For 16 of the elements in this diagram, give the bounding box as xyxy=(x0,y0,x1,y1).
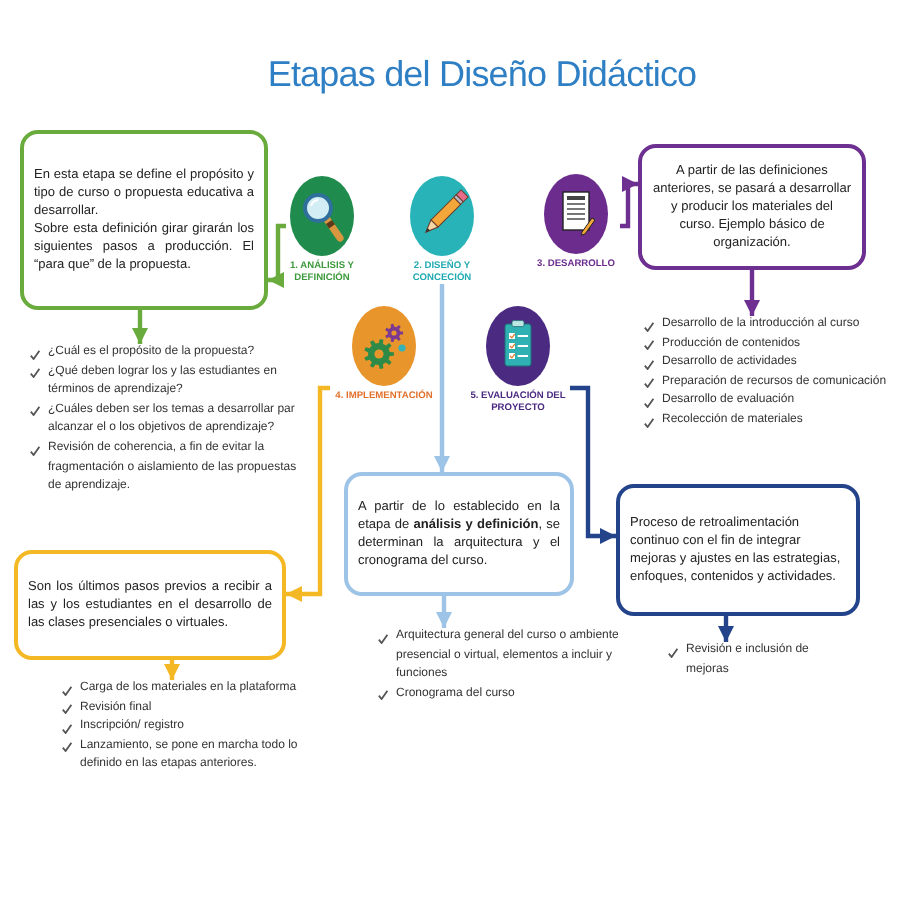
connector-arrow xyxy=(164,660,180,680)
connector-arrow xyxy=(436,596,452,628)
connector-arrow xyxy=(744,270,760,316)
description-panel xyxy=(616,484,860,616)
connector-arrow xyxy=(132,310,148,344)
diagram-title: Etapas del Diseño Didáctico xyxy=(267,54,697,96)
description-panel xyxy=(14,550,286,660)
connector-arrow xyxy=(286,385,330,602)
description-panel xyxy=(20,130,268,310)
connector-arrow xyxy=(570,385,616,544)
connector-arrow xyxy=(620,176,638,229)
description-panel xyxy=(638,144,866,270)
description-panel xyxy=(344,472,574,596)
connector-arrow xyxy=(718,616,734,642)
connector-arrow xyxy=(434,284,450,472)
connector-arrow xyxy=(268,223,286,288)
